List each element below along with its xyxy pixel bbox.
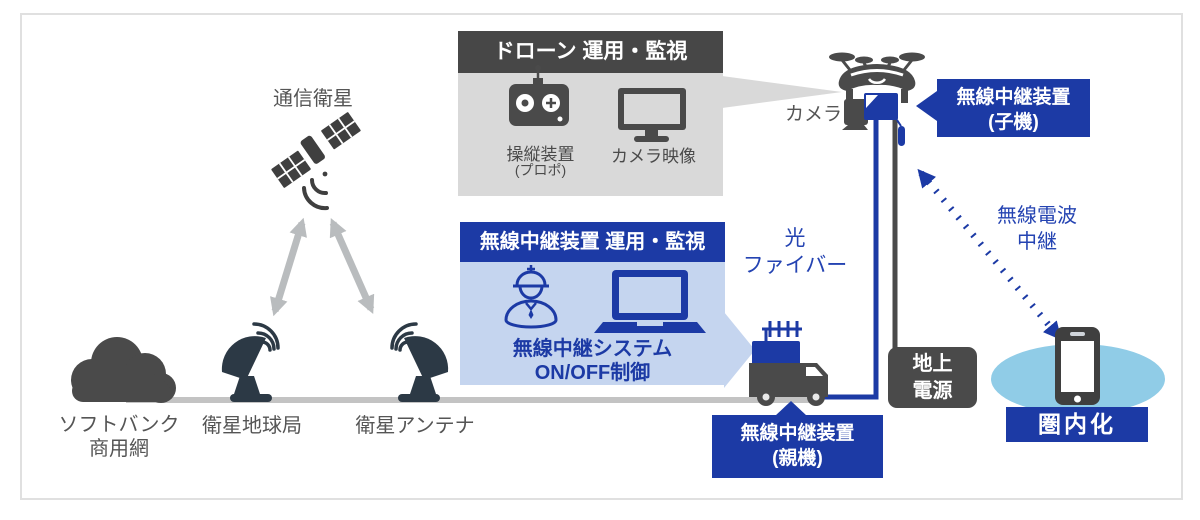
earth-station-label: 衛星地球局 — [202, 415, 302, 437]
radio-relay-label-line1: 無線電波 — [997, 205, 1077, 227]
cloud-label-line2: 商用網 — [89, 438, 149, 460]
satellite-label: 通信衛星 — [273, 88, 353, 110]
relay-operation-panel: 無線中継装置 運用・監視 無線中継システム ON/OFF制御 — [460, 222, 725, 385]
drone-operation-panel: ドローン 運用・監視 操縦装置 (プロポ) カメラ映像 — [458, 31, 723, 196]
child-unit-label-line1: 無線中継装置 — [956, 87, 1071, 108]
relay-panel-title: 無線中継装置 運用・監視 — [460, 222, 725, 262]
relay-panel-beam — [724, 312, 755, 388]
drone-icon — [829, 52, 925, 103]
child-unit-callout: 無線中継装置 (子機) — [937, 79, 1090, 137]
radio-relay-label: 無線電波 中継 — [972, 203, 1102, 255]
controller-label: 操縦装置 — [506, 145, 575, 164]
parent-unit-label-line1: 無線中継装置 — [740, 423, 855, 444]
optical-fiber-line — [820, 120, 879, 400]
fiber-label-line2: ファイバー — [742, 254, 848, 277]
relay-control-label-2: ON/OFF制御 — [534, 362, 651, 384]
ground-power-box: 地上 電源 — [888, 347, 977, 408]
parent-unit-label-line2: (親機) — [772, 448, 823, 469]
coverage-box: 圏内化 — [1006, 407, 1148, 442]
relay-child-unit-icon — [864, 93, 905, 146]
child-unit-label-line2: (子機) — [988, 112, 1039, 133]
satellite-icon — [271, 112, 361, 211]
smartphone-icon — [1055, 327, 1100, 405]
child-callout-pointer — [916, 91, 937, 121]
truck-antenna-icon — [762, 321, 802, 347]
drone-panel-title: ドローン 運用・監視 — [458, 31, 723, 73]
ground-power-line1: 地上 — [912, 353, 953, 375]
parent-callout-pointer — [775, 401, 807, 416]
drone-panel-beam — [722, 76, 842, 108]
camera-label: カメラ — [784, 104, 842, 125]
controller-icon — [509, 65, 569, 126]
relay-truck-icon — [749, 321, 828, 406]
relay-control-label-1: 無線中継システム — [512, 338, 673, 360]
fiber-label: 光 ファイバー — [735, 225, 855, 279]
monitor-label: カメラ映像 — [611, 147, 696, 166]
ground-power-line2: 電源 — [912, 380, 953, 402]
worker-icon — [504, 265, 558, 329]
controller-sublabel: (プロポ) — [514, 162, 567, 178]
camera-monitor-icon — [618, 88, 686, 142]
satellite-antenna-dish-icon — [390, 322, 449, 402]
cloud-label-line1: ソフトバンク — [58, 414, 180, 436]
parent-unit-callout: 無線中継装置 (親機) — [712, 415, 883, 478]
radio-relay-label-line2: 中継 — [1017, 231, 1057, 253]
satellite-antenna-label: 衛星アンテナ — [355, 415, 475, 437]
earth-station-dish-icon — [221, 322, 280, 402]
cloud-label: ソフトバンク 商用網 — [43, 413, 195, 461]
satellite-link-arrows — [270, 217, 375, 317]
fiber-label-line1: 光 — [784, 227, 806, 250]
network-cloud-icon — [71, 337, 176, 403]
radio-relay-arrow — [917, 168, 1062, 341]
drone-camera-icon — [842, 99, 868, 130]
laptop-icon — [594, 270, 706, 333]
